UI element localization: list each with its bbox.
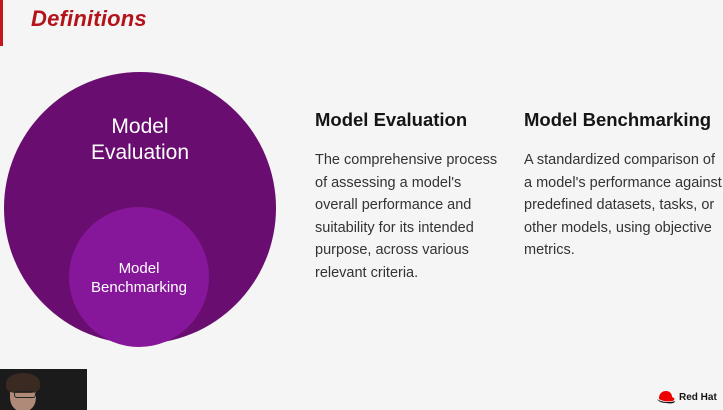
inner-circle-label: Model Benchmarking	[69, 259, 209, 297]
outer-label-line2: Evaluation	[90, 141, 190, 164]
outer-circle-label: Model Evaluation	[4, 114, 276, 166]
definition-model-benchmarking: Model Benchmarking A standardized compar…	[524, 109, 723, 262]
presenter-webcam-thumbnail	[0, 369, 87, 410]
slide-title: Definitions	[31, 6, 147, 31]
presenter-hair	[6, 373, 40, 393]
definition-heading: Model Evaluation	[315, 109, 468, 130]
red-hat-icon	[657, 391, 675, 404]
inner-circle	[69, 207, 209, 347]
definition-heading: Model Benchmarking	[524, 109, 712, 130]
definition-body: A standardized comparison of a model's p…	[524, 152, 722, 258]
outer-label-line1: Model	[111, 115, 169, 138]
inner-label-line1: Model	[118, 260, 160, 277]
inner-label-line2: Benchmarking	[91, 279, 187, 296]
definition-model-evaluation: Model Evaluation The comprehensive proce…	[315, 109, 505, 284]
definition-body: The comprehensive process of assessing a…	[315, 152, 498, 281]
presenter-glasses	[14, 391, 36, 398]
nested-circle-diagram: Model Evaluation Model Benchmarking	[4, 72, 276, 347]
logo-text: Red Hat	[679, 391, 717, 403]
red-hat-logo: Red Hat	[656, 389, 717, 405]
title-accent-bar	[0, 0, 3, 46]
